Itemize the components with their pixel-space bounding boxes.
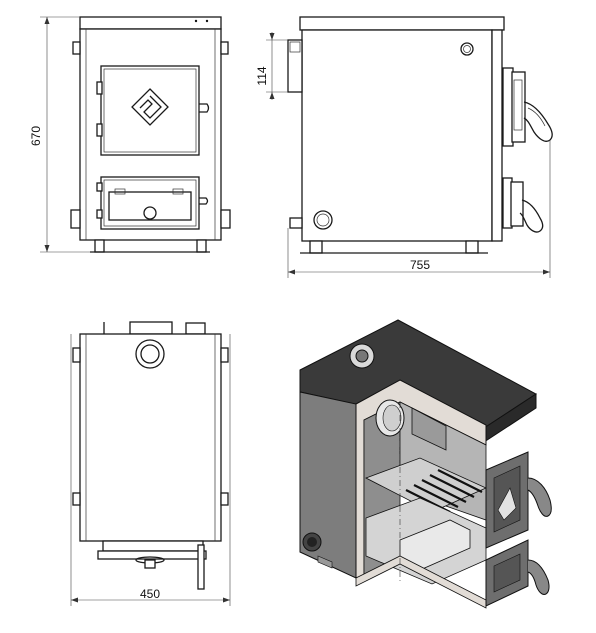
top-view: 450 <box>70 321 231 606</box>
iso-cutaway-view <box>299 319 552 609</box>
dim-top-width: 450 <box>140 587 160 601</box>
iso-upper-door <box>485 451 552 549</box>
dim-side-offset: 114 <box>255 66 269 85</box>
dim-front-height: 670 <box>29 126 43 146</box>
side-ash-door <box>502 177 544 233</box>
side-view: 114 755 <box>255 16 553 278</box>
iso-ash-door <box>485 539 550 607</box>
dim-side-depth: 755 <box>410 258 430 272</box>
ash-door <box>96 176 209 230</box>
upper-door <box>96 65 210 156</box>
front-view: 670 <box>29 16 231 253</box>
logo-icon <box>131 88 169 126</box>
side-upper-door <box>502 67 553 147</box>
